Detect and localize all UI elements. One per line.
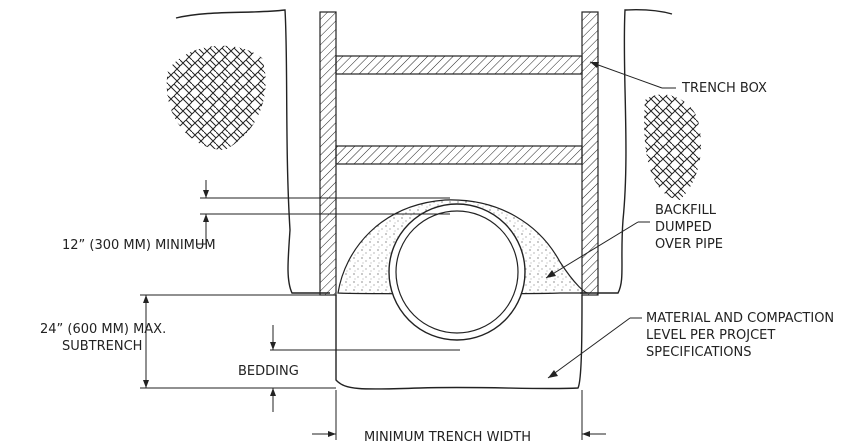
material-arrowhead	[548, 370, 558, 378]
material-label-line2: LEVEL PER PROJCET	[646, 328, 775, 343]
width-arrowhead-right	[582, 431, 590, 437]
trench-box-leader	[589, 61, 663, 89]
pipe-inner	[395, 210, 519, 334]
trench-box-strut-upper	[335, 55, 583, 75]
bedding-arrowhead-bottom	[270, 388, 276, 396]
cover-arrowhead-top	[203, 190, 209, 198]
soil-pattern-right	[644, 94, 701, 200]
backfill-label-line2: DUMPED	[655, 220, 712, 235]
subtrench-arrowhead-bottom	[143, 380, 149, 388]
trench-box-right-wall	[581, 11, 599, 296]
backfill-leader	[545, 221, 639, 279]
subtrench-label-line1: 24” (600 MM) MAX.	[40, 322, 166, 337]
bedding-label: BEDDING	[238, 364, 299, 379]
trench-box-strut-lower	[335, 145, 583, 165]
material-leader	[547, 317, 631, 379]
backfill-arrowhead	[546, 270, 556, 278]
bedding-arrowhead-top	[270, 342, 276, 350]
trench-wall-right	[580, 8, 673, 294]
cover-arrowhead-bottom	[203, 214, 209, 222]
material-label-line1: MATERIAL AND COMPACTION	[646, 311, 834, 326]
trench-box-arrowhead	[590, 62, 599, 68]
trench-box-left-wall	[319, 11, 337, 296]
material-label-line3: SPECIFICATIONS	[646, 345, 751, 360]
trench-box-label: TRENCH BOX	[681, 81, 767, 96]
backfill-label-line3: OVER PIPE	[655, 237, 723, 252]
backfill-label-line1: BACKFILL	[655, 203, 717, 218]
subtrench-outline	[335, 294, 583, 390]
subtrench-arrowhead-top	[143, 295, 149, 303]
soil-pattern-left	[166, 45, 266, 150]
min-cover-label: 12” (300 MM) MINIMUM	[62, 238, 216, 253]
min-width-label: MINIMUM TRENCH WIDTH	[364, 430, 531, 444]
subtrench-label-line2: SUBTRENCH	[62, 339, 142, 354]
trench-wall-left	[175, 9, 330, 294]
width-arrowhead-left	[328, 431, 336, 437]
